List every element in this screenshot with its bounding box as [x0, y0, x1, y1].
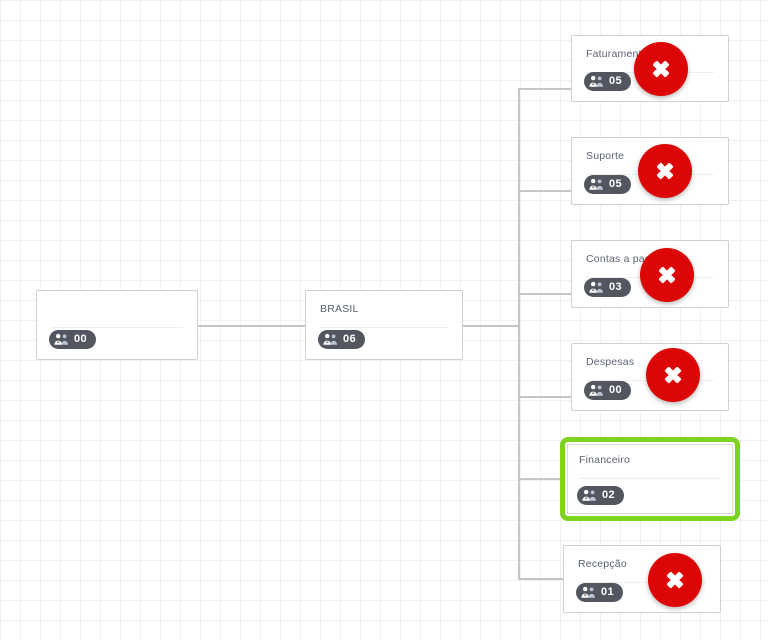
node-body: BRASIL 06: [306, 291, 462, 359]
org-node-recepcao[interactable]: Recepção 01: [563, 545, 721, 613]
org-node-financeiro[interactable]: Financeiro 02: [560, 437, 740, 521]
node-title: BRASIL: [320, 303, 359, 315]
connector-branch-faturamento: [518, 88, 573, 90]
node-divider: [320, 327, 448, 328]
remove-node-button-faturamento[interactable]: [634, 42, 688, 96]
remove-node-button-suporte[interactable]: [638, 144, 692, 198]
member-count-badge[interactable]: 02: [577, 486, 625, 505]
node-body: 00: [37, 291, 197, 359]
users-group-icon: [589, 75, 603, 87]
member-count-value: 00: [74, 332, 88, 345]
connector-branch-contas: [518, 293, 573, 295]
member-count-badge[interactable]: 03: [584, 278, 632, 297]
connector-branch-despesas: [518, 396, 573, 398]
member-count-badge[interactable]: 06: [318, 330, 366, 349]
member-count-badge[interactable]: 00: [584, 381, 632, 400]
member-count-value: 00: [609, 383, 623, 396]
close-x-icon: [658, 266, 676, 284]
users-group-icon: [323, 333, 337, 345]
users-group-icon: [54, 333, 68, 345]
node-body: Despesas 00: [572, 344, 728, 410]
remove-node-button-recepcao[interactable]: [648, 553, 702, 607]
member-count-value: 06: [343, 332, 357, 345]
connector-root-to-brasil: [198, 325, 305, 327]
node-body: Contas a pagar 03: [572, 241, 728, 307]
node-divider: [51, 327, 183, 328]
member-count-badge[interactable]: 00: [49, 330, 97, 349]
users-group-icon: [589, 281, 603, 293]
org-node-brasil[interactable]: BRASIL 06: [305, 290, 463, 360]
node-divider: [579, 478, 721, 479]
node-title: Financeiro: [579, 454, 631, 466]
member-count-badge[interactable]: 01: [576, 583, 624, 602]
users-group-icon: [582, 489, 596, 501]
node-divider: [578, 582, 706, 583]
node-body: Recepção 01: [564, 546, 720, 612]
remove-node-button-contas-a-pagar[interactable]: [640, 248, 694, 302]
connector-branch-recepcao: [518, 578, 565, 580]
users-group-icon: [589, 384, 603, 396]
member-count-value: 05: [609, 74, 623, 87]
node-title: Despesas: [586, 356, 635, 368]
connector-brasil-to-trunk: [463, 325, 520, 327]
remove-node-button-despesas[interactable]: [646, 348, 700, 402]
org-node-root[interactable]: 00: [36, 290, 198, 360]
close-x-icon: [664, 366, 682, 384]
member-count-value: 01: [601, 585, 615, 598]
node-body: Financeiro 02: [567, 444, 733, 514]
close-x-icon: [652, 60, 670, 78]
node-title: Recepção: [578, 558, 627, 570]
member-count-badge[interactable]: 05: [584, 175, 632, 194]
users-group-icon: [581, 586, 595, 598]
member-count-value: 03: [609, 280, 623, 293]
member-count-badge[interactable]: 05: [584, 72, 632, 91]
member-count-value: 05: [609, 177, 623, 190]
connector-branch-financeiro: [518, 478, 562, 480]
connector-branch-suporte: [518, 190, 573, 192]
close-x-icon: [656, 162, 674, 180]
users-group-icon: [589, 178, 603, 190]
connector-trunk: [518, 88, 520, 580]
close-x-icon: [666, 571, 684, 589]
member-count-value: 02: [602, 488, 616, 501]
node-title: Faturamento: [586, 48, 648, 60]
node-title: Contas a pagar: [586, 253, 661, 265]
node-title: Suporte: [586, 150, 625, 162]
